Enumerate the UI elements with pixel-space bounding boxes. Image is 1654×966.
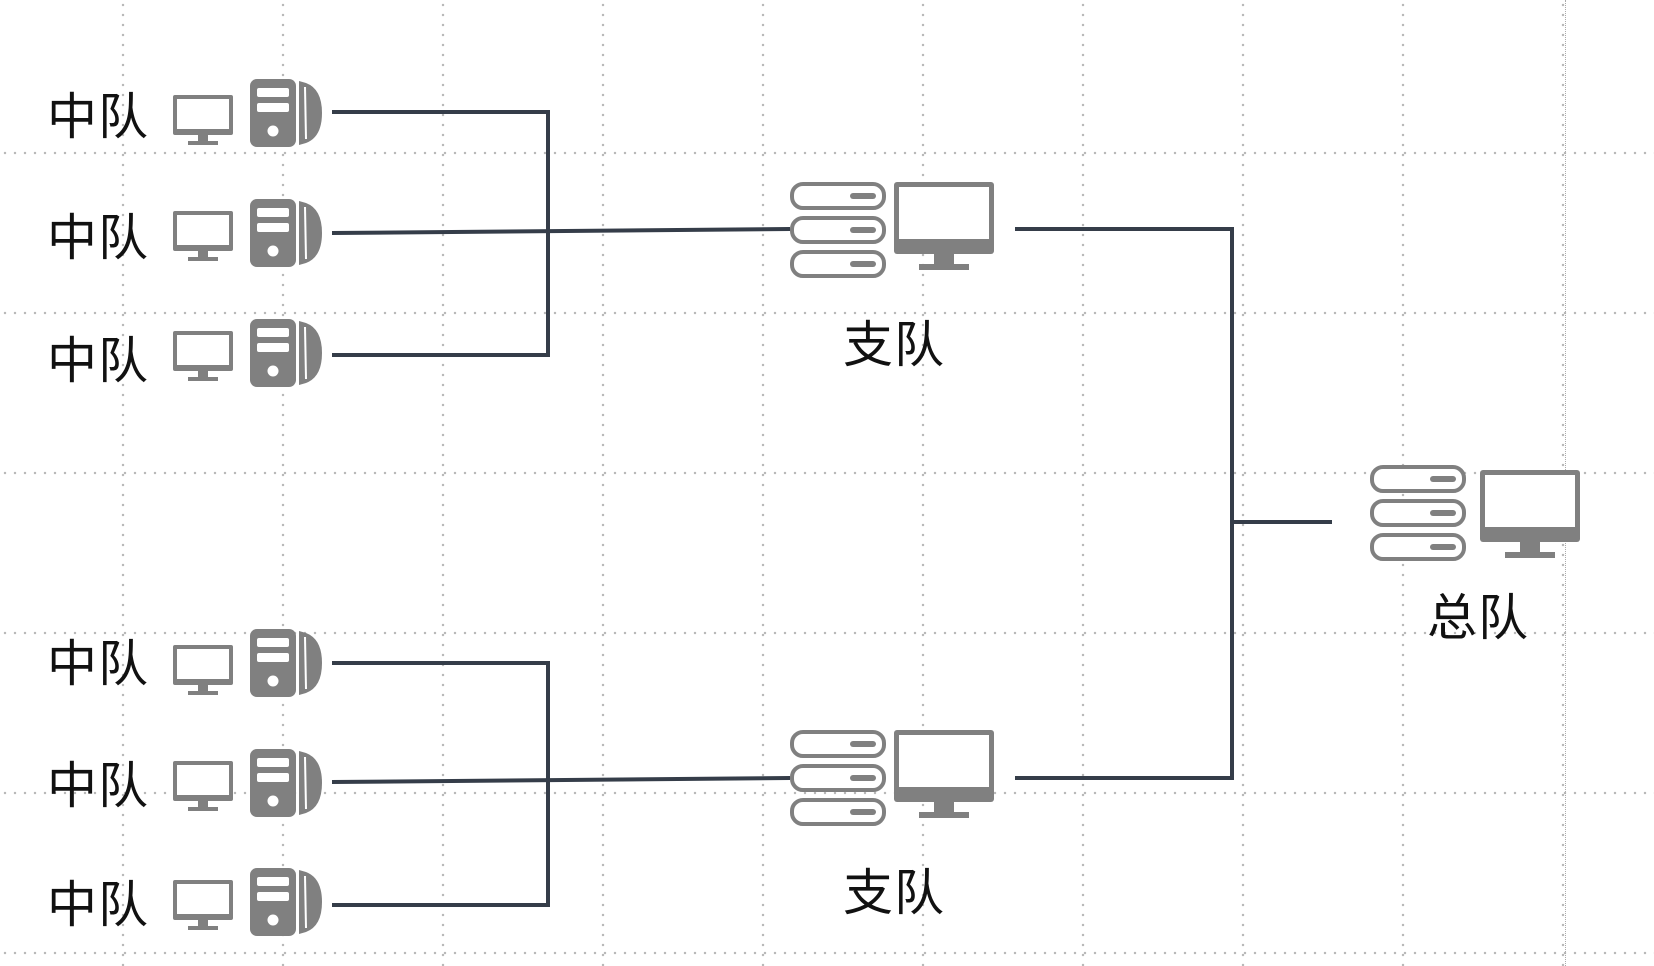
desktop-monitor-icon — [894, 182, 994, 270]
squad-label-2: 中队 — [47, 209, 149, 267]
squad-label-3: 中队 — [47, 332, 149, 390]
monitor-icon — [173, 95, 233, 145]
monitor-icon — [173, 761, 233, 811]
connector-squad-5 — [331, 776, 791, 784]
squad-node-5 — [173, 748, 323, 818]
connector-squad-4 — [332, 661, 550, 907]
squad-label-1: 中队 — [47, 88, 149, 146]
detachment-node-2 — [790, 730, 994, 826]
server-stack-icon — [1370, 465, 1466, 561]
monitor-icon — [173, 331, 233, 381]
hq-node — [1370, 465, 1580, 561]
squad-node-3 — [173, 318, 323, 388]
server-stack-icon — [790, 730, 886, 826]
pc-tower-icon — [249, 78, 323, 148]
monitor-icon — [173, 880, 233, 930]
pc-tower-icon — [249, 867, 323, 937]
connector-squad-1 — [332, 110, 550, 357]
connector-squad-2 — [331, 227, 791, 235]
pc-tower-icon — [249, 628, 323, 698]
hq-label: 总队 — [1427, 589, 1529, 647]
pc-tower-icon — [249, 748, 323, 818]
squad-label-6: 中队 — [47, 876, 149, 934]
detachment-node-1 — [790, 182, 994, 278]
server-stack-icon — [790, 182, 886, 278]
connector-detachments-to-hq — [1015, 227, 1234, 780]
pc-tower-icon — [249, 318, 323, 388]
squad-label-4: 中队 — [47, 635, 149, 693]
monitor-icon — [173, 211, 233, 261]
detachment-label-2: 支队 — [843, 864, 945, 922]
squad-node-4 — [173, 628, 323, 698]
squad-node-6 — [173, 867, 323, 937]
squad-label-5: 中队 — [47, 757, 149, 815]
squad-node-1 — [173, 78, 323, 148]
desktop-monitor-icon — [1480, 470, 1580, 558]
monitor-icon — [173, 645, 233, 695]
squad-node-2 — [173, 198, 323, 268]
pc-tower-icon — [249, 198, 323, 268]
desktop-monitor-icon — [894, 730, 994, 818]
detachment-label-1: 支队 — [843, 316, 945, 374]
